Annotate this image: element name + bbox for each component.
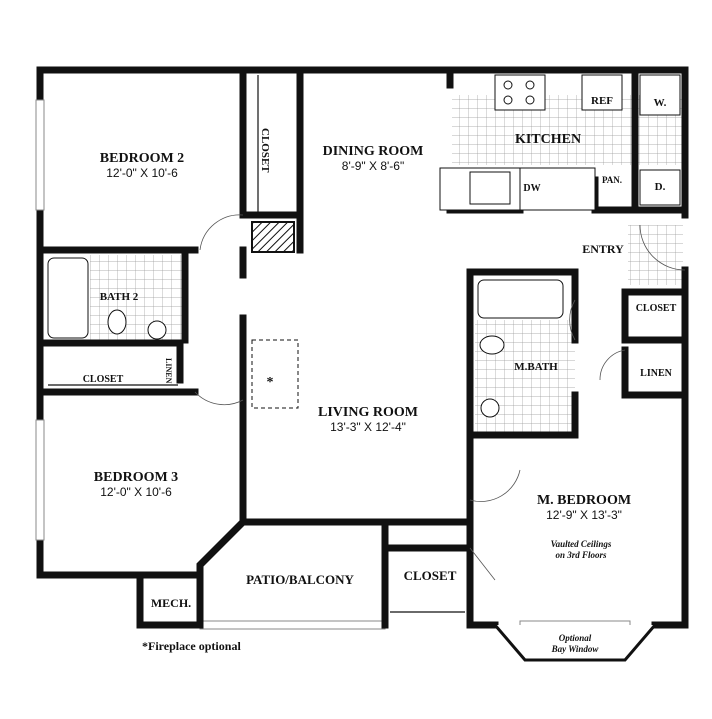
fireplace-note: *Fireplace optional [142,639,241,653]
stove [494,74,546,111]
mech-label: MECH. [151,596,191,610]
burner-icon [525,95,535,105]
bathtub [477,279,564,319]
closet-top-label: CLOSET [259,128,271,173]
interior-walls [36,66,689,629]
window [35,419,45,541]
toilet [479,335,505,355]
chase-hatch [251,221,295,253]
bath2-label: BATH 2 [100,291,139,303]
window [199,620,386,630]
closet-hall-label: CLOSET [83,374,124,385]
bedroom2-label: BEDROOM 2 [100,151,184,166]
dishwasher-counter [519,167,596,211]
dining-size: 8'-9" X 8'-6" [342,159,404,173]
washer-label: W. [654,97,667,109]
entry-tile [628,225,683,285]
entry-label: ENTRY [582,242,624,256]
doors [194,214,686,581]
vaulted-note-2: on 3rd Floors [555,550,607,560]
bedroom3-label: BEDROOM 3 [94,470,178,485]
dining-label: DINING ROOM [323,144,424,159]
bedroom3-size: 12'-0" X 10'-6 [100,485,172,499]
bath2-tile [90,255,182,340]
living-label: LIVING ROOM [318,405,418,420]
toilet [107,309,127,335]
mbedroom-label: M. BEDROOM [537,493,631,508]
closet-entry-label: CLOSET [636,303,677,314]
mbedroom-size: 12'-9" X 13'-3" [546,508,622,522]
washer [639,74,681,116]
refrigerator [581,74,623,111]
bathtub [47,257,89,339]
sink [469,171,511,205]
burner-icon [525,80,535,90]
patio-label: PATIO/BALCONY [246,572,354,587]
dishwasher-label: DW [523,183,540,194]
burner-icon [503,80,513,90]
linen-right-label: LINEN [640,368,672,379]
kitchen-label: KITCHEN [515,132,581,147]
bedroom2-size: 12'-0" X 10'-6 [106,166,178,180]
ref-label: REF [591,95,613,107]
dryer [639,169,681,206]
vaulted-note-1: Vaulted Ceilings [551,539,612,549]
sink [147,320,167,340]
window [35,99,45,211]
burner-icon [503,95,513,105]
dryer-label: D. [655,181,666,193]
bay-note-2: Bay Window [551,644,600,654]
bay-window [493,624,657,662]
fireplace-symbol: * [267,375,274,390]
closet-big-label: CLOSET [404,568,457,583]
linen-left-label: LINEN [164,358,173,384]
mbath-label: M.BATH [514,361,558,373]
fireplace-outline [251,339,299,409]
pantry-label: PAN. [602,175,622,185]
living-size: 13'-3" X 12'-4" [330,420,406,434]
bay-note-1: Optional [559,633,592,643]
sink [480,398,500,418]
